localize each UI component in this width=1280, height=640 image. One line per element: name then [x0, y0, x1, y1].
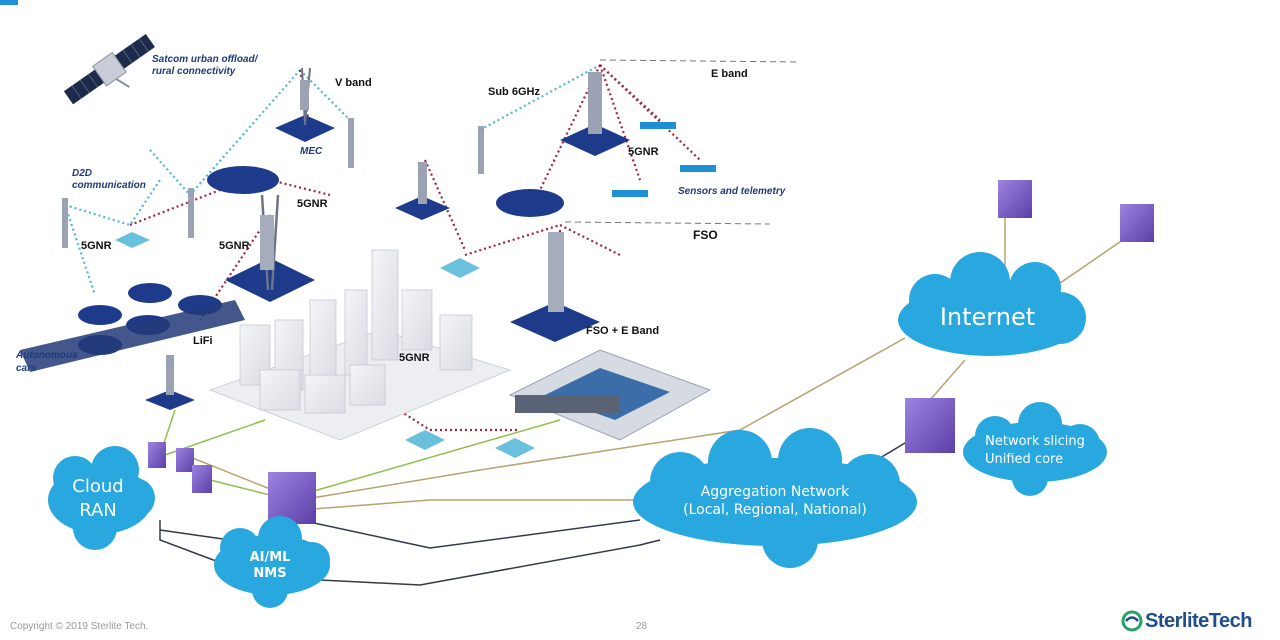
cloud-aiml-text-2: NMS: [253, 566, 287, 581]
label-d2d-1: D2D: [72, 168, 93, 179]
cloud-aggregation-text-1: Aggregation Network: [700, 484, 850, 500]
sterlite-logo: SterliteTech: [1145, 610, 1253, 632]
satellite-icon: [63, 33, 155, 105]
footer-copyright: Copyright © 2019 Sterlite Tech.: [10, 621, 149, 632]
label-e-band: E band: [711, 68, 748, 80]
cloud-internet-text: Internet: [939, 303, 1036, 331]
road: [20, 300, 245, 372]
cloud-slicing-text-1: Network slicing: [985, 434, 1085, 449]
cloud-slicing-text-2: Unified core: [985, 452, 1064, 467]
label-5gnr-mid: 5GNR: [219, 240, 250, 252]
server-icons: [148, 180, 1154, 524]
label-sensors: Sensors and telemetry: [678, 186, 786, 197]
label-autonomous-1: Autonomous: [16, 350, 78, 361]
label-5gnr-mec: 5GNR: [297, 198, 328, 210]
label-mec: MEC: [300, 146, 323, 157]
cloud-aiml: [214, 516, 330, 608]
cloud-aggregation-text-2: (Local, Regional, National): [683, 502, 867, 518]
cloud-slicing: [963, 402, 1107, 496]
cloud-aiml-text-1: AI/ML: [249, 550, 291, 565]
sterlite-logo-icon: [1121, 610, 1143, 632]
wifi-hub-icons: [115, 232, 535, 458]
cloud-ran-text-2: RAN: [79, 500, 117, 521]
city-buildings: [208, 249, 512, 441]
cell-towers: [62, 67, 630, 410]
backhaul-links: [159, 210, 1131, 586]
label-d2d-2: communication: [72, 180, 146, 191]
stadium-icon: [508, 349, 712, 441]
sensor-icons: [612, 122, 716, 197]
label-lifi: LiFi: [193, 335, 213, 347]
cloud-aggregation: [633, 428, 917, 568]
cloud-ran-text-1: Cloud: [72, 476, 124, 497]
label-sub6: Sub 6GHz: [488, 86, 540, 98]
label-satcom-1: Satcom urban offload/: [152, 54, 258, 65]
label-fso: FSO: [693, 228, 718, 242]
label-5gnr-left: 5GNR: [81, 240, 112, 252]
label-fso-eband: FSO + E Band: [586, 325, 660, 337]
label-satcom-2: rural connectivity: [152, 66, 236, 77]
label-v-band: V band: [335, 77, 372, 89]
cloud-ran: [48, 446, 155, 550]
label-5gnr-city: 5GNR: [399, 352, 430, 364]
label-autonomous-2: cars: [16, 363, 37, 374]
footer-page-number: 28: [636, 621, 648, 632]
cloud-internet: [898, 252, 1086, 356]
label-5gnr-sub6: 5GNR: [628, 146, 659, 158]
